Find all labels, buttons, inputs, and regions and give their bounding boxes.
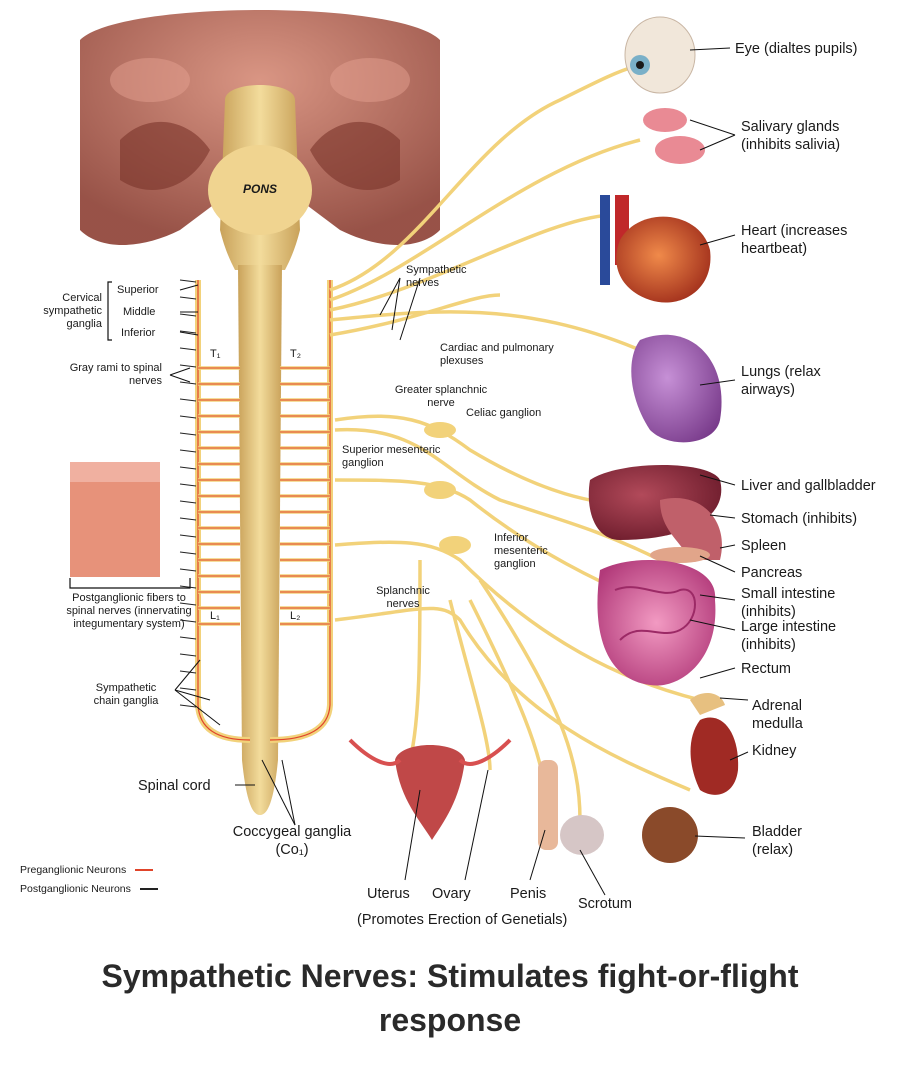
ganglia — [424, 422, 471, 554]
penis-label: Penis — [510, 886, 547, 902]
pons-label: PONS — [242, 182, 277, 196]
title-band — [0, 940, 900, 1066]
skin-block — [70, 462, 160, 577]
pancreas-label: Pancreas — [741, 565, 803, 581]
bladder-label: Bladder (relax) — [752, 824, 802, 858]
superior-mesenteric-label: Superior mesenteric ganglion — [342, 444, 441, 469]
lungs-label: Lungs (relax airways) — [741, 364, 821, 398]
spinal-nerve-stub — [179, 449, 197, 453]
spinal-nerve-stub — [179, 279, 197, 283]
lungs — [631, 334, 722, 443]
kidney-label: Kidney — [752, 743, 797, 759]
scrotum-label: Scrotum — [578, 896, 632, 912]
sympathetic-nervous-system-illustration — [69, 10, 749, 896]
chain-ganglia-label: Sympathetic chain ganglia — [93, 682, 159, 707]
bladder — [642, 807, 698, 863]
adrenal-kidney — [690, 693, 739, 795]
spinal-cord — [238, 265, 282, 815]
spinal-nerve-stub — [179, 602, 197, 606]
spinal-cord-label: Spinal cord — [138, 778, 211, 794]
spinal-nerve-stub — [179, 466, 197, 470]
spinal-nerve-stub — [179, 619, 197, 623]
spinal-nerve-stub — [179, 670, 197, 674]
celiac-ganglion-label: Celiac ganglion — [466, 407, 542, 419]
spinal-nerve-stub — [179, 313, 197, 317]
leader-lines — [169, 47, 749, 896]
penis-scrotum — [538, 760, 604, 855]
sympathetic-nerves-label: Sympathetic nerves — [406, 264, 467, 289]
spinal-nerve-stubs — [179, 279, 197, 708]
spinal-nerve-stub — [179, 687, 197, 691]
cervical-bracket — [107, 281, 112, 341]
legend-pre-swatch — [135, 869, 154, 872]
spinal-nerve-stub — [179, 398, 197, 402]
spinal-nerve-stub — [179, 568, 197, 572]
spinal-nerve-stub — [179, 296, 197, 300]
pons — [208, 85, 312, 270]
spinal-nerve-stub — [179, 500, 197, 504]
spinal-nerve-stub — [179, 364, 197, 368]
legend-post: Postganglionic Neurons — [20, 883, 158, 895]
eye-label: Eye (dialtes pupils) — [735, 41, 858, 57]
spinal-nerve-stub — [179, 381, 197, 385]
spleen-label: Spleen — [741, 538, 787, 554]
splanchnic-nerves-label: Splanchnic nerves — [376, 585, 430, 610]
l1-label: L₁ — [210, 610, 220, 622]
adrenal-medulla-label: Adrenal medulla — [752, 698, 803, 732]
t1-label: T₁ — [210, 348, 221, 360]
ovary-label: Ovary — [432, 886, 471, 902]
gray-rami-label: Gray rami to spinal nerves — [69, 362, 162, 387]
spinal-nerve-stub — [179, 483, 197, 487]
eye — [624, 16, 696, 94]
legend-post-swatch — [139, 888, 158, 891]
coccygeal-ganglia-label: Coccygeal ganglia (Co₁) — [232, 824, 352, 858]
salivary-glands-label: Salivary glands (inhibits salivia) — [741, 119, 841, 153]
postganglionic-fibers-label: Postganglionic fibers to spinal nerves (… — [66, 592, 192, 630]
spinal-nerve-stub — [179, 432, 197, 436]
large-intestine-label: Large intestine (inhibits) — [741, 619, 837, 653]
genitals-note: (Promotes Erection of Genetials) — [357, 912, 568, 928]
rectum-label: Rectum — [741, 661, 791, 677]
spinal-nerve-stub — [179, 347, 197, 351]
legend-pre: Preganglionic Neurons — [20, 864, 154, 876]
skin-bracket — [69, 578, 191, 589]
page-title: Sympathetic Nerves: Stimulates fight-or-… — [101, 958, 799, 1038]
l2-label: L₂ — [290, 610, 301, 622]
cardiac-plexuses-label: Cardiac and pulmonary plexuses — [440, 342, 554, 367]
superior-ganglion-label: Superior — [117, 284, 159, 296]
spinal-nerve-stub — [179, 704, 197, 708]
spinal-nerve-stub — [179, 653, 197, 657]
heart — [600, 195, 711, 303]
stomach-label: Stomach (inhibits) — [741, 511, 858, 527]
spinal-nerve-stub — [179, 585, 197, 589]
greater-splanchnic-label: Greater splanchnic nerve — [394, 384, 488, 409]
t2-label: T₂ — [290, 348, 301, 360]
spinal-nerve-stub — [179, 517, 197, 521]
liver-stomach — [588, 465, 722, 563]
small-intestine-label: Small intestine (inhibits) — [741, 586, 836, 620]
legend-post-label: Postganglionic Neurons — [20, 883, 131, 895]
cervical-ganglia-label: Cervical sympathetic ganglia — [43, 292, 102, 330]
inferior-ganglion-label: Inferior — [121, 327, 156, 339]
uterus-ovary — [348, 738, 512, 840]
liver-label: Liver and gallbladder — [741, 478, 876, 494]
legend-pre-label: Preganglionic Neurons — [20, 864, 127, 876]
salivary-glands — [643, 108, 705, 164]
spinal-nerve-stub — [179, 415, 197, 419]
heart-label: Heart (increases heartbeat) — [741, 223, 848, 257]
spinal-nerve-stub — [179, 330, 197, 334]
uterus-label: Uterus — [367, 886, 410, 902]
inferior-mesenteric-label: Inferior mesenteric ganglion — [494, 532, 548, 570]
middle-ganglion-label: Middle — [123, 306, 156, 318]
intestines — [597, 560, 716, 686]
spinal-nerve-stub — [179, 636, 197, 640]
spinal-nerve-stub — [179, 551, 197, 555]
spinal-nerve-stub — [179, 534, 197, 538]
rami-ladder-red — [198, 367, 330, 625]
